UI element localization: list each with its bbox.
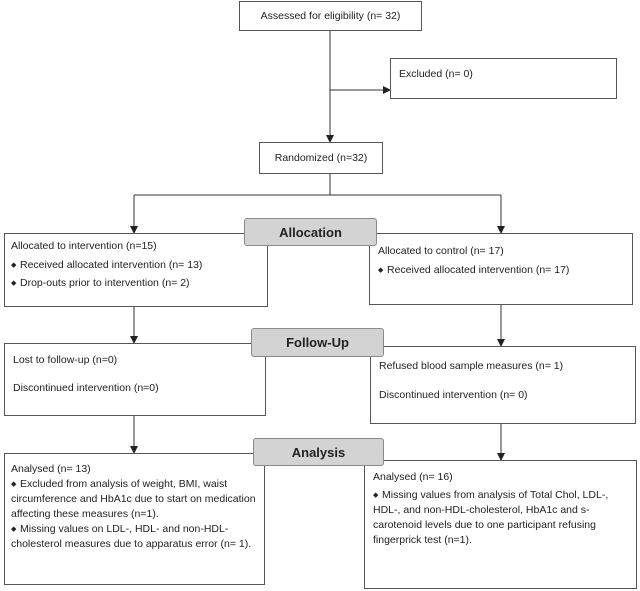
bullet-icon: ◆ bbox=[373, 492, 379, 499]
list-item: ◆Drop-outs prior to intervention (n= 2) bbox=[11, 277, 190, 289]
excluded-text: Excluded (n= 0) bbox=[399, 68, 473, 80]
analysis-intervention-title: Analysed (n= 13) bbox=[11, 463, 91, 475]
analysis-intervention-box: Analysed (n= 13) ◆Excluded from analysis… bbox=[4, 453, 265, 585]
bullet-icon: ◆ bbox=[11, 262, 17, 269]
bullet-icon: ◆ bbox=[11, 280, 17, 287]
allocation-control-box: Allocated to control (n= 17) ◆Received a… bbox=[369, 233, 633, 305]
followup-intervention-line: Discontinued intervention (n=0) bbox=[13, 382, 159, 394]
assessed-box: Assessed for eligibility (n= 32) bbox=[239, 1, 422, 31]
list-item: ◆Missing values on LDL-, HDL- and non-HD… bbox=[11, 523, 252, 550]
excluded-box: Excluded (n= 0) bbox=[390, 58, 617, 99]
bullet-icon: ◆ bbox=[11, 526, 17, 533]
followup-intervention-box: Lost to follow-up (n=0) Discontinued int… bbox=[4, 343, 266, 416]
allocation-control-title: Allocated to control (n= 17) bbox=[378, 245, 504, 257]
randomized-box: Randomized (n=32) bbox=[259, 142, 383, 174]
randomized-text: Randomized (n=32) bbox=[274, 151, 368, 164]
analysis-control-box: Analysed (n= 16) ◆Missing values from an… bbox=[364, 460, 637, 589]
bullet-icon: ◆ bbox=[378, 267, 384, 274]
list-item: ◆Excluded from analysis of weight, BMI, … bbox=[11, 478, 256, 520]
followup-control-box: Refused blood sample measures (n= 1) Dis… bbox=[370, 346, 636, 424]
list-item: ◆Received allocated intervention (n= 17) bbox=[378, 264, 570, 276]
list-item: ◆Received allocated intervention (n= 13) bbox=[11, 259, 203, 271]
followup-intervention-line: Lost to follow-up (n=0) bbox=[13, 354, 118, 366]
followup-control-line: Discontinued intervention (n= 0) bbox=[379, 389, 528, 401]
allocation-intervention-box: Allocated to intervention (n=15) ◆Receiv… bbox=[4, 233, 268, 307]
stage-label-analysis: Analysis bbox=[253, 438, 384, 466]
stage-label-allocation: Allocation bbox=[244, 218, 377, 246]
analysis-control-title: Analysed (n= 16) bbox=[373, 471, 453, 483]
allocation-intervention-title: Allocated to intervention (n=15) bbox=[11, 240, 157, 252]
stage-label-follow-up: Follow-Up bbox=[251, 328, 384, 357]
bullet-icon: ◆ bbox=[11, 481, 17, 488]
list-item: ◆Missing values from analysis of Total C… bbox=[373, 489, 609, 546]
assessed-text: Assessed for eligibility (n= 32) bbox=[260, 9, 401, 22]
followup-control-line: Refused blood sample measures (n= 1) bbox=[379, 360, 564, 372]
